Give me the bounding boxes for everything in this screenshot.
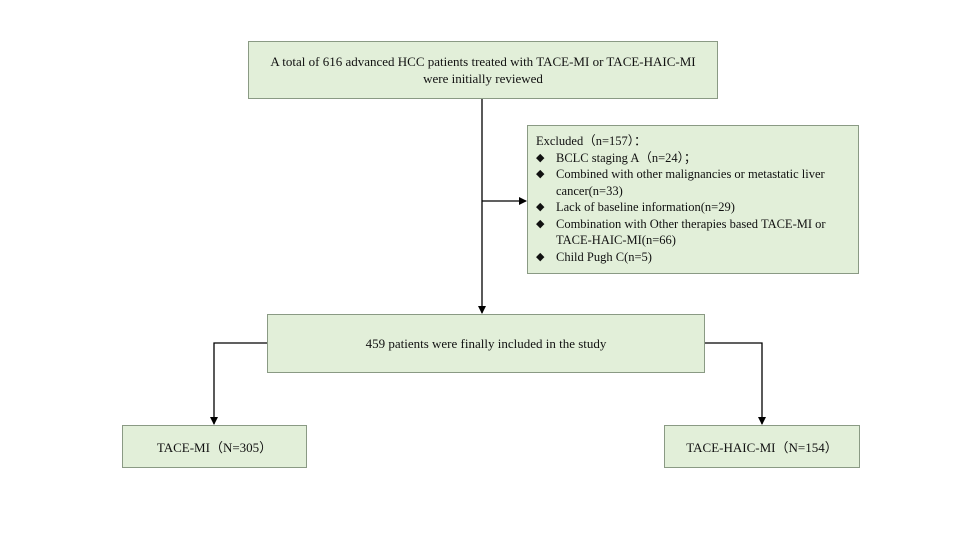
exclusion-item-text: Child Pugh C(n=5) (556, 249, 652, 264)
diamond-bullet-icon: ◆ (536, 201, 545, 213)
diamond-bullet-icon: ◆ (536, 250, 545, 263)
exclusion-item-text: Combined with other malignancies or meta… (556, 167, 825, 198)
excluded-title: Excluded（n=157）： (536, 134, 647, 148)
exclusion-item-text: Lack of baseline information(n=29) (556, 200, 735, 214)
exclusion-item: ◆ Combined with other malignancies or me… (536, 166, 850, 199)
diamond-bullet-icon: ◆ (536, 168, 545, 180)
tace-mi-text: TACE-MI（N=305） (156, 440, 273, 455)
exclusion-item: ◆ Lack of baseline information(n=29) (536, 199, 850, 216)
exclusion-item-text: BCLC staging A（n=24）； (556, 150, 697, 165)
included-box: 459 patients were finally included in th… (267, 314, 705, 373)
tace-haic-mi-box: TACE-HAIC-MI（N=154） (664, 425, 860, 468)
included-text: 459 patients were finally included in th… (365, 335, 607, 351)
exclusion-list: ◆ BCLC staging A（n=24）； ◆ Combined with … (536, 150, 850, 266)
exclusion-item: ◆ Combination with Other therapies based… (536, 216, 850, 249)
initial-review-box: A total of 616 advanced HCC patients tre… (248, 41, 718, 99)
exclusion-item: ◆ BCLC staging A（n=24）； (536, 150, 850, 167)
arrow-to-tace-haic-mi (705, 342, 766, 425)
exclusion-item-text: Combination with Other therapies based T… (556, 216, 826, 248)
tace-mi-box: TACE-MI（N=305） (122, 425, 307, 468)
diamond-bullet-icon: ◆ (536, 217, 545, 230)
exclusion-item: ◆ Child Pugh C(n=5) (536, 249, 850, 266)
excluded-box: Excluded（n=157）： ◆ BCLC staging A（n=24）；… (527, 125, 859, 274)
tace-haic-mi-text: TACE-HAIC-MI（N=154） (686, 440, 838, 455)
diamond-bullet-icon: ◆ (536, 151, 545, 164)
initial-review-text: A total of 616 advanced HCC patients tre… (270, 54, 696, 86)
arrow-to-tace-mi (210, 342, 267, 425)
